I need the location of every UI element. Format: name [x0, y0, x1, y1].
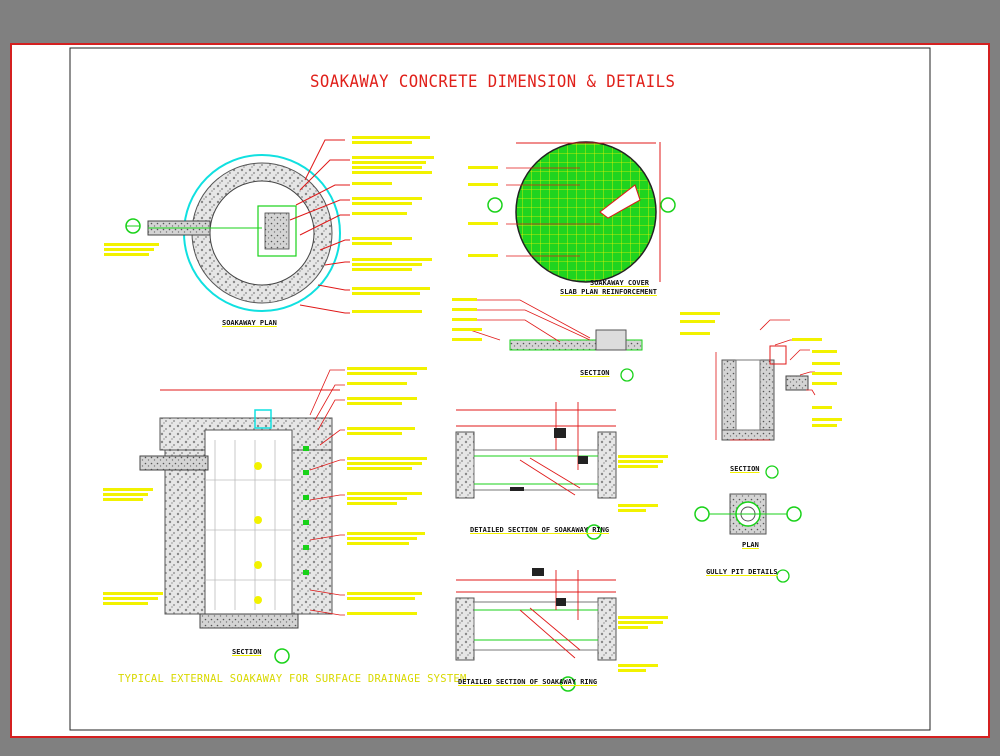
soakaway-cover — [468, 141, 676, 283]
drawing-subtitle: TYPICAL EXTERNAL SOAKAWAY FOR SURFACE DR… — [118, 672, 467, 685]
label-section-main: SECTION — [232, 648, 262, 656]
soakaway-plan — [104, 136, 434, 314]
detailed-section-1 — [455, 402, 668, 540]
label-section-small: SECTION — [580, 369, 610, 377]
label-detailed-section-1: DETAILED SECTION OF SOAKAWAY RING — [470, 526, 610, 534]
label-cover-2: SLAB PLAN REINFORCEMENT — [560, 288, 657, 296]
label-soakaway-plan: SOAKAWAY PLAN — [222, 319, 277, 327]
detailed-section-2 — [455, 568, 668, 692]
drawing-title: SOAKAWAY CONCRETE DIMENSION & DETAILS — [310, 72, 676, 92]
label-gully-details: GULLY PIT DETAILS — [706, 568, 778, 576]
drawing-frame — [69, 47, 931, 731]
label-cover-1: SOAKAWAY COVER — [590, 279, 650, 287]
label-gully-section: SECTION — [730, 465, 760, 473]
main-section — [103, 367, 427, 664]
slab-section — [452, 298, 643, 382]
gully-pit — [680, 312, 842, 583]
label-gully-plan: PLAN — [742, 541, 759, 549]
label-detailed-section-2: DETAILED SECTION OF SOAKAWAY RING — [458, 678, 598, 686]
